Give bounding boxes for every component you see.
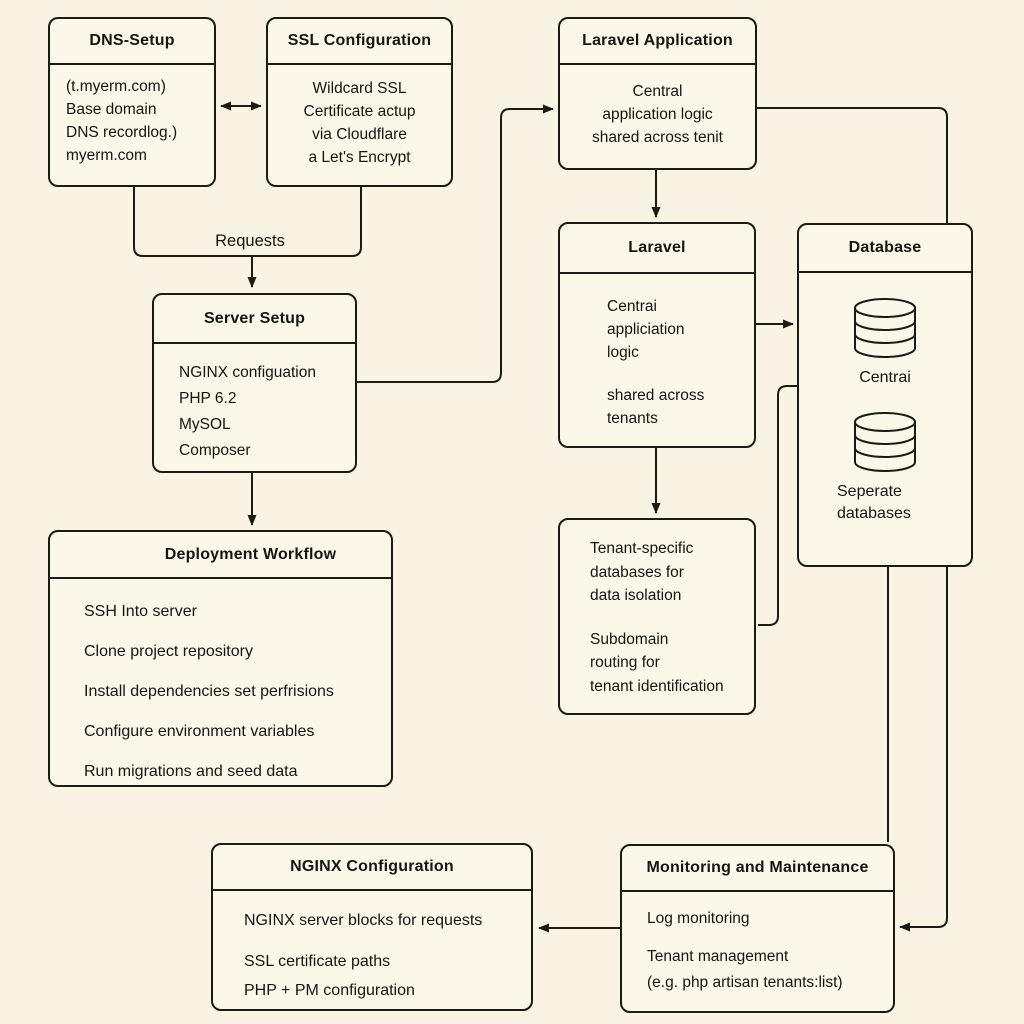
node-laravel-application: Laravel Application Central application … <box>558 17 757 170</box>
node-text-line: shared across tenit <box>592 129 723 146</box>
database-cylinder-icon <box>854 298 916 358</box>
node-title: Laravel Application <box>560 19 755 65</box>
node-nginx-configuration: NGINX Configuration NGINX server blocks … <box>211 843 533 1011</box>
connector-database-to-tenant-specific <box>758 385 797 626</box>
node-title: Monitoring and Maintenance <box>622 846 893 892</box>
node-text-line: MySOL <box>179 416 231 433</box>
node-text-line: Run migrations and seed data <box>84 763 298 780</box>
node-text-line: a Let's Encrypt <box>308 149 411 166</box>
node-tenant-specific: Tenant-specific databases for data isola… <box>558 518 756 715</box>
connector-requests-bracket <box>133 187 362 257</box>
node-text-line: tenant identification <box>590 677 724 695</box>
node-title: Laravel <box>560 224 754 274</box>
node-text-line: routing for <box>590 654 660 671</box>
node-text-line: DNS recordlog.) <box>66 124 178 141</box>
node-text-line: Base domain <box>66 101 157 118</box>
connector-server-setup-to-laravel-application <box>357 104 554 383</box>
database-separate-label: Seperate databases <box>837 483 911 522</box>
node-text-line: (t.myerm.com) <box>66 78 166 95</box>
node-title: DNS-Setup <box>50 19 214 65</box>
node-text-line: appliciation <box>607 321 685 338</box>
node-deployment-workflow: Deployment Workflow SSH Into server Clon… <box>48 530 393 787</box>
node-text-line: Install dependencies set perfrisions <box>84 683 334 700</box>
node-text-line: Tenant-specific <box>590 540 694 557</box>
node-text-line: Composer <box>179 442 251 459</box>
node-text-line: Subdomain <box>590 630 669 648</box>
node-text-line: shared across <box>607 387 705 404</box>
node-text-line: Central <box>632 83 683 100</box>
node-text-line: Centrai <box>607 298 657 315</box>
node-title: NGINX Configuration <box>213 845 531 891</box>
database-central-label: Centrai <box>859 369 911 386</box>
node-text-line: data isolation <box>590 587 682 604</box>
node-text-line: myerm.com <box>66 147 147 164</box>
node-text-line: Certificate actup <box>303 103 416 120</box>
node-text-line: Wildcard SSL <box>312 80 407 97</box>
node-monitoring-and-maintenance: Monitoring and Maintenance Log monitorin… <box>620 844 895 1013</box>
node-text-line: SSH Into server <box>84 603 197 620</box>
node-text-line: databases for <box>590 563 684 581</box>
node-ssl-configuration: SSL Configuration Wildcard SSL Certifica… <box>266 17 453 187</box>
node-text-line: Log monitoring <box>647 910 750 927</box>
node-text-line: Tenant management <box>647 948 789 965</box>
node-text-line: tenants <box>607 410 658 427</box>
node-text-line: Configure environment variables <box>84 723 315 740</box>
node-text-line: application logic <box>602 106 713 123</box>
node-text-line: (e.g. php artisan tenants:list) <box>647 974 843 991</box>
requests-label: Requests <box>215 232 285 250</box>
node-text-line: Clone project repository <box>84 643 253 660</box>
node-text-line: via Cloudflare <box>312 126 407 143</box>
node-title: Deployment Workflow <box>50 532 391 579</box>
node-title: SSL Configuration <box>268 19 451 65</box>
node-title: Server Setup <box>154 295 355 344</box>
node-dns-setup: DNS-Setup (t.myerm.com) Base domain DNS … <box>48 17 216 187</box>
node-text-line: SSL certificate paths <box>244 953 391 970</box>
node-database: Database Centrai <box>797 223 973 567</box>
node-title: Database <box>799 225 971 273</box>
node-text-line: PHP + PM configuration <box>244 982 415 999</box>
node-laravel: Laravel Centrai appliciation logic share… <box>558 222 756 448</box>
database-cylinder-icon <box>854 412 916 472</box>
node-text-line: NGINX configuation <box>179 364 316 381</box>
node-server-setup: Server Setup NGINX configuation PHP 6.2 … <box>152 293 357 473</box>
node-text-line: PHP 6.2 <box>179 390 237 407</box>
node-text-line: NGINX server blocks for requests <box>244 912 483 929</box>
node-text-line: logic <box>607 344 639 361</box>
